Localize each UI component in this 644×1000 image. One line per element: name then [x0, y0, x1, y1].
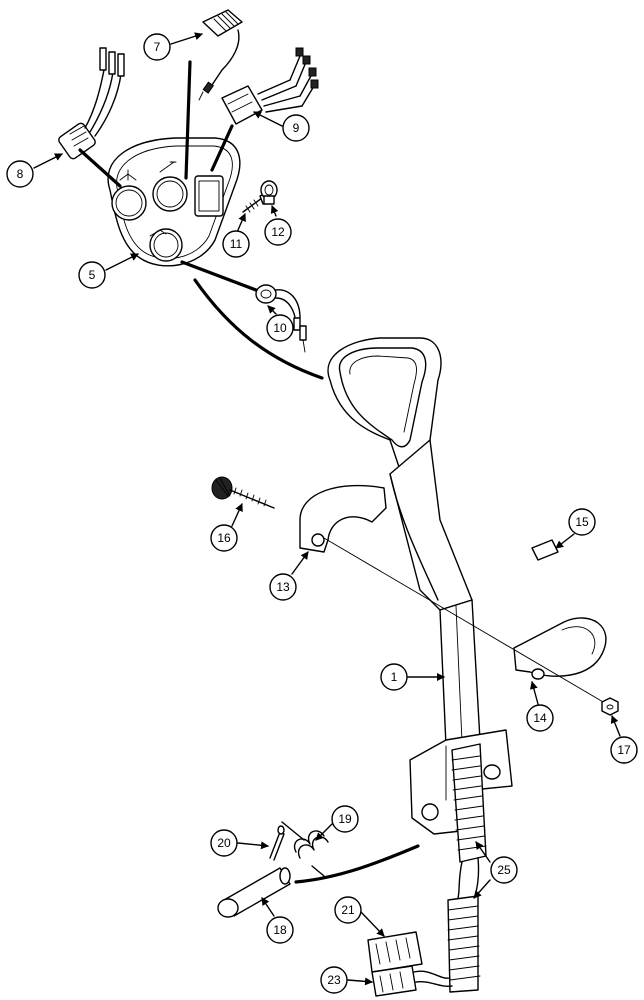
callout-10: 10: [266, 305, 294, 342]
callout-14: 14: [526, 681, 554, 732]
svg-text:11: 11: [230, 237, 243, 251]
cotter-pin-part-20: [269, 825, 285, 861]
pin-to-clevis-line: [294, 844, 420, 884]
rocker-switch-part-9: [221, 47, 319, 125]
connector-part-7: [198, 9, 243, 101]
svg-text:13: 13: [276, 580, 290, 594]
callout-12: 12: [264, 205, 292, 246]
callout-16: 16: [210, 503, 243, 552]
clamp-half-part-13: [299, 484, 387, 553]
panel-link-line: [184, 60, 192, 180]
lever-shaft-part-1: [439, 599, 481, 747]
callout-9: 9: [253, 111, 310, 142]
callout-1: 1: [380, 663, 445, 691]
callout-21: 21: [334, 896, 385, 937]
callout-8: 8: [6, 153, 63, 188]
control-panel: [107, 137, 241, 267]
svg-text:5: 5: [89, 268, 96, 282]
svg-text:16: 16: [217, 531, 231, 545]
panel-link-line: [180, 260, 258, 292]
svg-text:10: 10: [273, 321, 287, 335]
panel-to-handle-line: [193, 278, 324, 380]
svg-text:12: 12: [271, 225, 285, 239]
callout-20: 20: [210, 829, 269, 857]
callout-17: 17: [610, 715, 638, 764]
svg-text:8: 8: [17, 167, 24, 181]
svg-text:25: 25: [497, 863, 511, 877]
svg-text:19: 19: [338, 812, 352, 826]
callout-15: 15: [555, 508, 596, 549]
pin-part-18: [217, 867, 291, 918]
callout-13: 13: [269, 551, 309, 601]
clamp-half-part-14: [513, 617, 607, 680]
callout-11: 11: [222, 213, 250, 258]
panel-link-line: [78, 148, 122, 188]
svg-text:14: 14: [533, 711, 547, 725]
callout-19: 19: [315, 805, 359, 841]
svg-text:20: 20: [217, 836, 231, 850]
clamp-center-line: [323, 537, 611, 707]
svg-text:21: 21: [341, 903, 355, 917]
callout-5: 5: [78, 253, 139, 289]
svg-text:7: 7: [154, 40, 161, 54]
callout-18: 18: [261, 897, 294, 944]
connector-part-21: [367, 931, 423, 973]
harness-sleeve-part-25: [447, 743, 487, 993]
svg-text:23: 23: [327, 973, 341, 987]
svg-text:1: 1: [391, 670, 398, 684]
svg-text:15: 15: [575, 515, 589, 529]
switch-part-8: [58, 47, 125, 160]
lamp-part-10: [255, 284, 307, 353]
svg-text:9: 9: [293, 121, 300, 135]
lever-handle: [327, 337, 473, 611]
svg-text:18: 18: [273, 923, 287, 937]
knob-part-12: [260, 180, 278, 205]
svg-text:17: 17: [617, 743, 631, 757]
callout-23: 23: [320, 966, 373, 994]
spring-part-19: [281, 821, 329, 877]
panel-link-line: [210, 124, 234, 172]
connector-part-23: [371, 965, 453, 997]
nut-part-17: [601, 697, 619, 716]
callout-7: 7: [143, 32, 203, 61]
screw-knob-part-16: [211, 476, 275, 509]
callout-25: 25: [473, 841, 518, 899]
clip-part-15: [531, 539, 559, 561]
